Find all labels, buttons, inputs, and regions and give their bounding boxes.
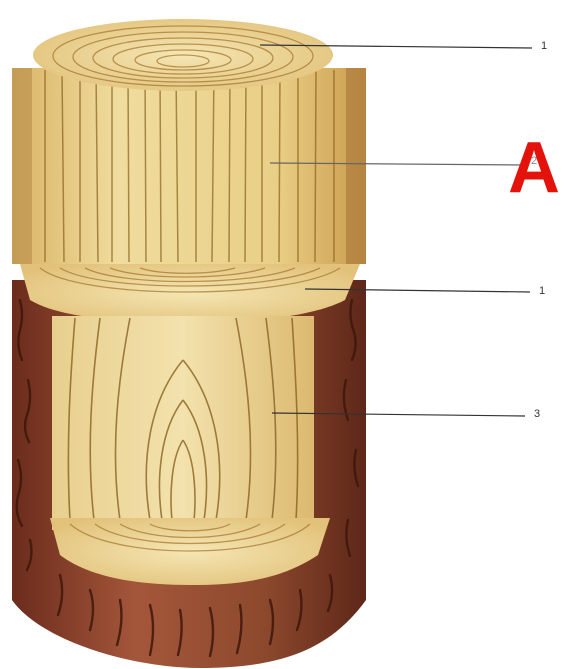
label-tangential-section: 3	[534, 408, 540, 420]
radial-section-block	[12, 68, 366, 264]
label-cross-section: 1	[541, 40, 547, 52]
label-cross-section-lower: 1	[539, 285, 545, 297]
marker-letter: A	[508, 128, 560, 208]
